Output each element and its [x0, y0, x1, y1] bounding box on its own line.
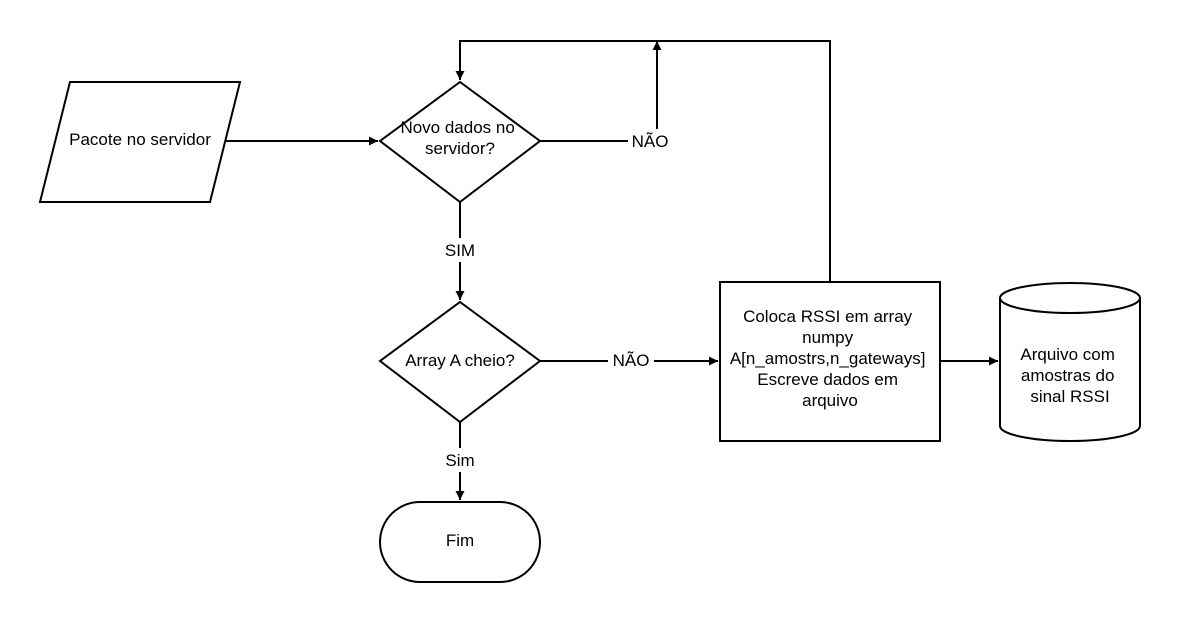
decision-new-data: Novo dados no servidor?: [378, 80, 542, 204]
edge-labels: NÃO SIM NÃO Sim: [440, 129, 672, 472]
decision-array-full-label: Array A cheio?: [405, 351, 515, 370]
end-node-label: Fim: [446, 531, 474, 550]
edge-loop-back: [455, 40, 831, 282]
decision-new-data-label: Novo dados no servidor?: [400, 118, 519, 158]
label-new-data-yes: SIM: [445, 241, 475, 260]
storage-node-label: Arquivo com amostras do sinal RSSI: [1020, 345, 1119, 406]
input-node-label: Pacote no servidor: [69, 130, 211, 149]
decision-array-full: Array A cheio?: [378, 300, 542, 424]
process-node: Coloca RSSI em array numpy A[n_amostrs,n…: [719, 281, 941, 442]
label-array-full-no: NÃO: [613, 351, 650, 370]
label-array-full-yes: Sim: [445, 451, 474, 470]
storage-node: Arquivo com amostras do sinal RSSI: [999, 282, 1141, 442]
edge-new-data-no: [540, 41, 662, 142]
end-node: Fim: [379, 501, 541, 583]
input-node: Pacote no servidor: [38, 81, 242, 203]
process-node-label: Coloca RSSI em array numpy A[n_amostrs,n…: [730, 307, 930, 410]
label-new-data-no: NÃO: [632, 132, 669, 151]
